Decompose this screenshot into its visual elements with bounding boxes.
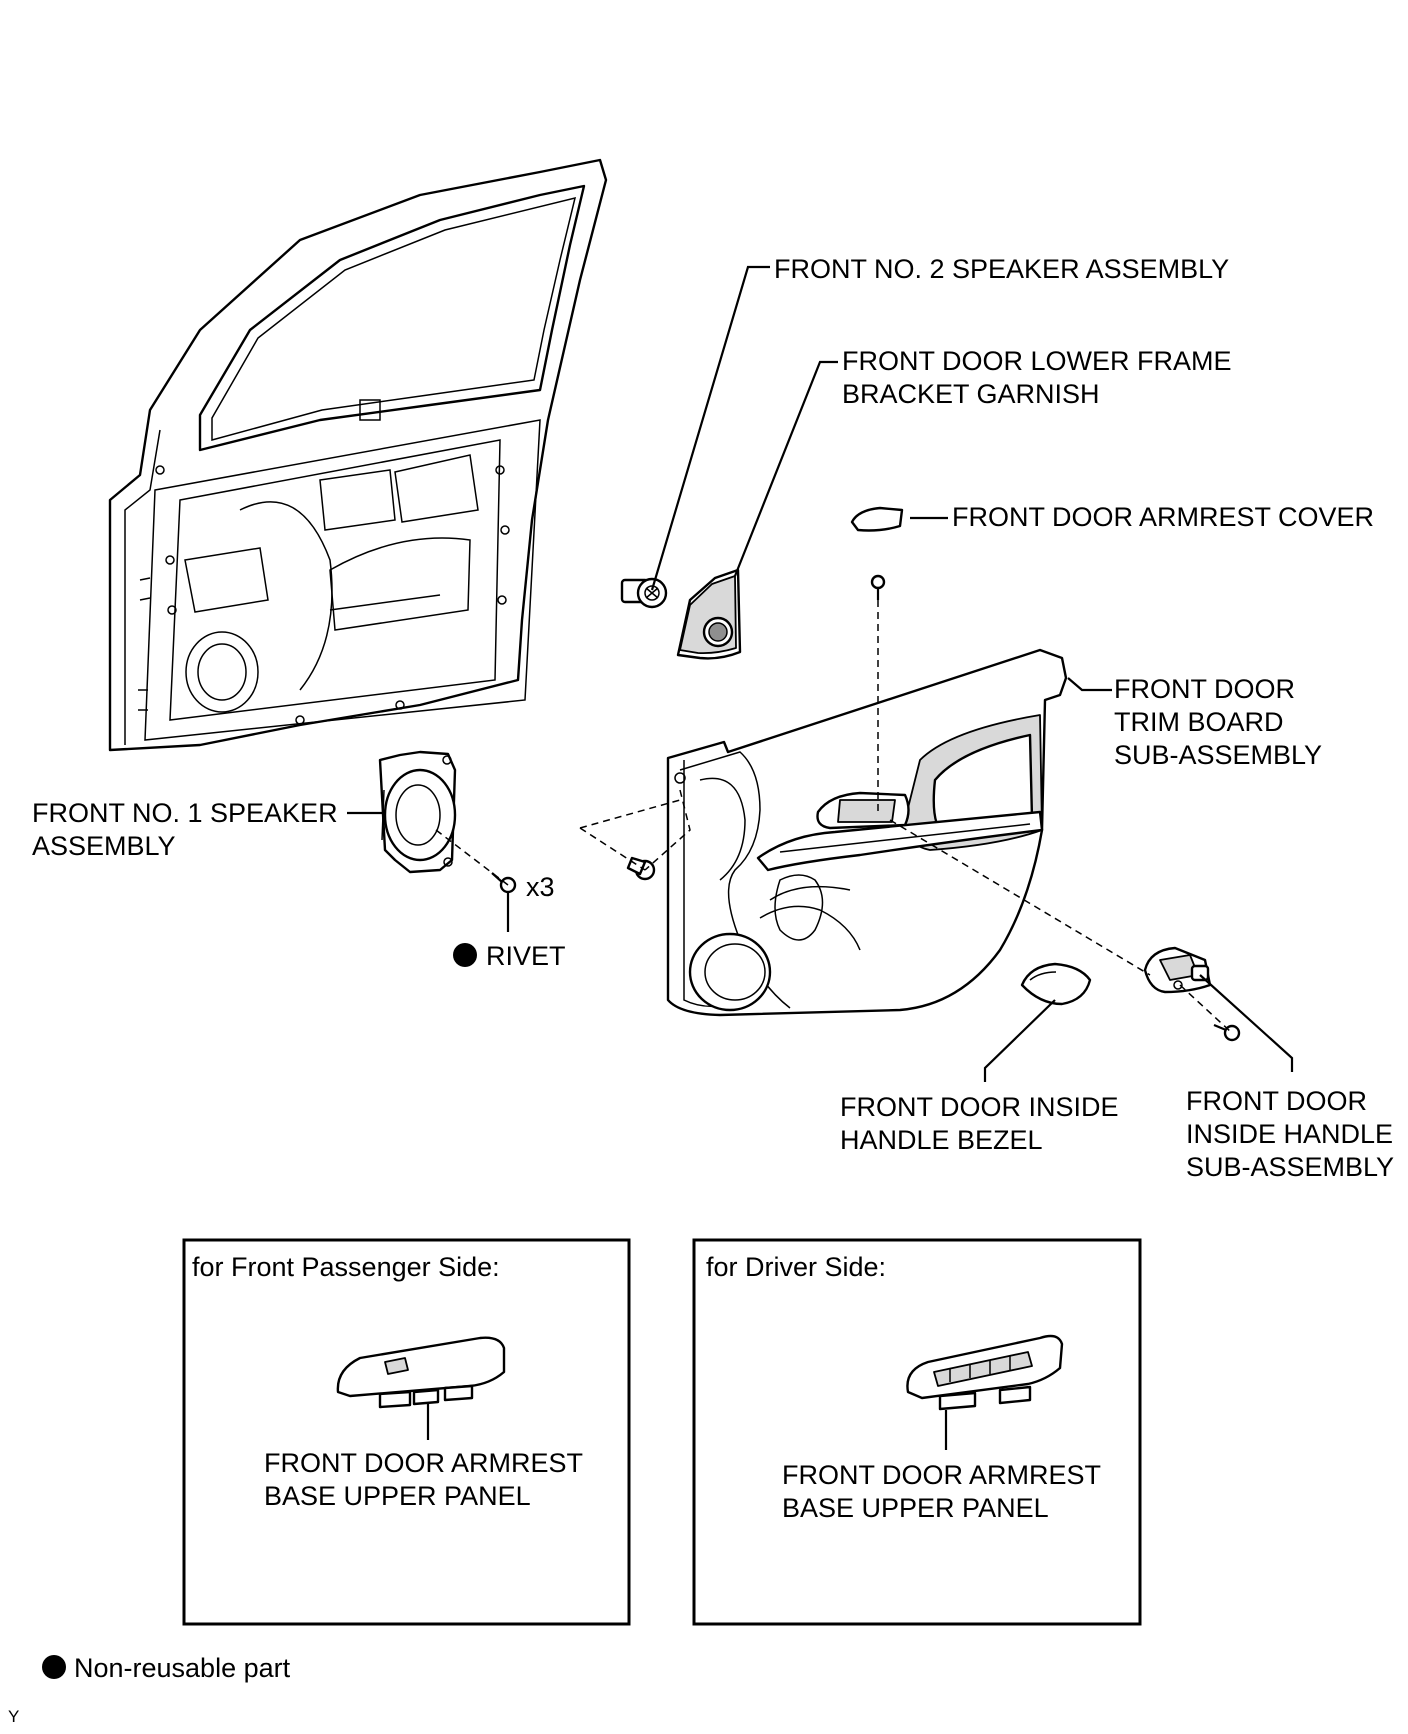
inset-passenger-title: for Front Passenger Side: — [192, 1252, 500, 1282]
label-rivet-quantity: x3 — [526, 872, 555, 902]
lower-frame-garnish-part — [676, 568, 742, 660]
inset-driver-side: for Driver Side: FRONT DOOR ARMREST BASE… — [692, 1238, 1142, 1626]
inset-passenger-label-line1: FRONT DOOR ARMREST — [264, 1448, 583, 1478]
label-inside-handle-line3: SUB-ASSEMBLY — [1186, 1152, 1394, 1182]
part-labels: FRONT NO. 2 SPEAKER ASSEMBLY FRONT DOOR … — [32, 254, 1394, 1182]
inside-handle-part — [1143, 946, 1212, 994]
front-door-panel — [108, 158, 608, 752]
non-reusable-marker-icon — [453, 943, 477, 967]
label-front-no1-speaker-line1: FRONT NO. 1 SPEAKER — [32, 798, 338, 828]
inset-driver-label-line2: BASE UPPER PANEL — [782, 1493, 1049, 1523]
armrest-cover-part — [850, 506, 904, 532]
label-rivet: RIVET — [486, 941, 566, 971]
armrest-panel-passenger-part — [336, 1336, 506, 1409]
front-no1-speaker-part — [378, 750, 457, 874]
front-no2-speaker-part — [620, 577, 668, 609]
label-lower-frame-garnish-line2: BRACKET GARNISH — [842, 379, 1100, 409]
inset-passenger-side: for Front Passenger Side: FRONT DOOR ARM… — [182, 1238, 631, 1626]
label-lower-frame-garnish-line1: FRONT DOOR LOWER FRAME — [842, 346, 1232, 376]
assembly-guide-lines — [435, 600, 1233, 1034]
legend-text: Non-reusable part — [74, 1653, 291, 1683]
corner-code: Y — [8, 1707, 19, 1726]
inset-driver-title: for Driver Side: — [706, 1252, 886, 1282]
trim-board-part — [666, 648, 1068, 1017]
label-trim-board-line3: SUB-ASSEMBLY — [1114, 740, 1322, 770]
label-trim-board-line2: TRIM BOARD — [1114, 707, 1284, 737]
legend: Non-reusable part — [42, 1653, 291, 1683]
label-front-no2-speaker: FRONT NO. 2 SPEAKER ASSEMBLY — [774, 254, 1229, 284]
inset-passenger-label-line2: BASE UPPER PANEL — [264, 1481, 531, 1511]
leader-lines — [347, 265, 1294, 1082]
label-trim-board-line1: FRONT DOOR — [1114, 674, 1295, 704]
screw-icon — [870, 574, 886, 600]
inset-driver-label-line1: FRONT DOOR ARMREST — [782, 1460, 1101, 1490]
label-armrest-cover: FRONT DOOR ARMREST COVER — [952, 502, 1374, 532]
handle-bezel-part — [1020, 962, 1092, 1006]
label-handle-bezel-line1: FRONT DOOR INSIDE — [840, 1092, 1119, 1122]
label-handle-bezel-line2: HANDLE BEZEL — [840, 1125, 1043, 1155]
label-inside-handle-line2: INSIDE HANDLE — [1186, 1119, 1393, 1149]
label-front-no1-speaker-line2: ASSEMBLY — [32, 831, 176, 861]
label-inside-handle-line1: FRONT DOOR — [1186, 1086, 1367, 1116]
non-reusable-legend-icon — [42, 1655, 66, 1679]
armrest-panel-driver-part — [906, 1334, 1064, 1411]
